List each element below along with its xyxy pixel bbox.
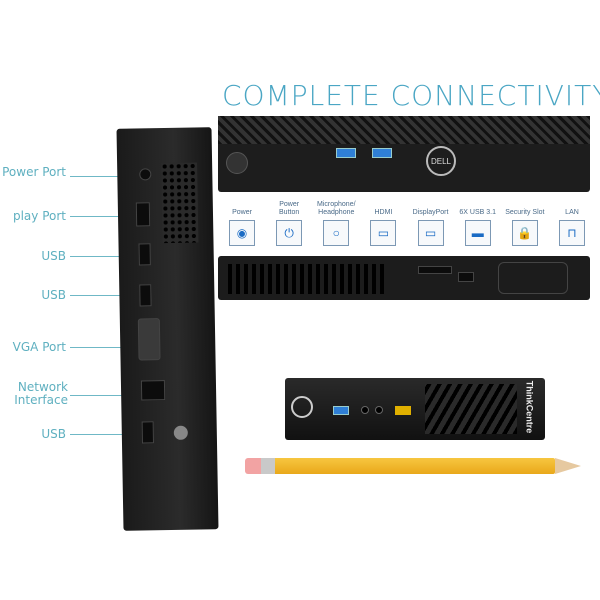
audio-jack bbox=[361, 406, 369, 414]
vga-port bbox=[137, 318, 161, 361]
usb-port bbox=[138, 243, 151, 266]
power-button bbox=[226, 152, 248, 174]
front-vent bbox=[425, 384, 517, 434]
displayport-icon: ▭ bbox=[417, 220, 444, 246]
label-display-port: play Port bbox=[12, 209, 66, 223]
vent-grille bbox=[161, 162, 199, 244]
leader-line bbox=[70, 256, 140, 257]
page-title: COMPLETE CONNECTIVITY bbox=[222, 79, 600, 112]
antenna-connector bbox=[173, 425, 188, 440]
mini-pc-rear-panel bbox=[116, 127, 219, 531]
hdmi-icon: ▭ bbox=[370, 220, 397, 246]
pencil-tip bbox=[555, 458, 581, 474]
icon-security-slot: Security Slot🔒 bbox=[505, 200, 545, 252]
security-slot-icon: 🔒 bbox=[511, 220, 538, 246]
leader-line bbox=[70, 347, 140, 348]
label-network-interface: Network Interface bbox=[14, 380, 68, 407]
power-button bbox=[291, 396, 313, 418]
label-vga-port: VGA Port bbox=[12, 340, 66, 354]
leader-line bbox=[70, 295, 140, 296]
usb-port bbox=[139, 284, 152, 307]
label-usb-1: USB bbox=[41, 249, 66, 263]
power-port bbox=[139, 168, 152, 181]
rear-vent bbox=[228, 264, 388, 294]
ethernet-port bbox=[140, 380, 166, 401]
dell-logo: DELL bbox=[426, 146, 456, 176]
icon-power-button: Power Button⏻ bbox=[269, 200, 309, 252]
pencil-eraser bbox=[245, 458, 261, 474]
icon-power: Power◉ bbox=[222, 200, 262, 252]
usb-port bbox=[372, 148, 392, 158]
pencil-ferrule bbox=[261, 458, 275, 474]
icon-hdmi: HDMI▭ bbox=[363, 200, 403, 252]
audio-jack-icon: ○ bbox=[323, 220, 350, 246]
power-button-icon: ⏻ bbox=[276, 220, 303, 246]
leader-line bbox=[70, 176, 140, 177]
audio-jack bbox=[375, 406, 383, 414]
label-power-port: Power Port bbox=[2, 165, 66, 179]
leader-line bbox=[70, 216, 140, 217]
thinkcentre-logo: ThinkCentre bbox=[524, 380, 535, 434]
label-usb-2: USB bbox=[41, 288, 66, 302]
label-usb-3: USB bbox=[41, 427, 66, 441]
icon-lan: LAN⊓ bbox=[552, 200, 592, 252]
usb-port bbox=[141, 421, 154, 444]
usb-port bbox=[336, 148, 356, 158]
expansion-cover bbox=[498, 262, 568, 294]
usb-port bbox=[395, 406, 411, 415]
icon-usb: 6X USB 3.1▬ bbox=[458, 200, 498, 252]
dell-front-panel: DELL bbox=[218, 116, 590, 192]
power-jack-icon: ◉ bbox=[229, 220, 255, 246]
dell-rear-panel bbox=[218, 256, 590, 300]
icon-displayport: DisplayPort▭ bbox=[411, 200, 451, 252]
icon-audio: Microphone/ Headphone○ bbox=[316, 200, 356, 252]
usb-icon: ▬ bbox=[464, 220, 491, 246]
leader-line bbox=[70, 434, 140, 435]
leader-line bbox=[70, 395, 140, 396]
hdmi-port bbox=[418, 266, 452, 274]
display-port bbox=[135, 202, 151, 227]
port-icon-row: Power◉ Power Button⏻ Microphone/ Headpho… bbox=[222, 200, 592, 252]
usb-c-port bbox=[458, 272, 474, 282]
front-mesh bbox=[218, 116, 590, 144]
lan-icon: ⊓ bbox=[558, 220, 585, 246]
pencil-size-reference bbox=[245, 458, 581, 474]
usb-port bbox=[333, 406, 349, 415]
thinkcentre-front: ThinkCentre bbox=[285, 378, 545, 440]
